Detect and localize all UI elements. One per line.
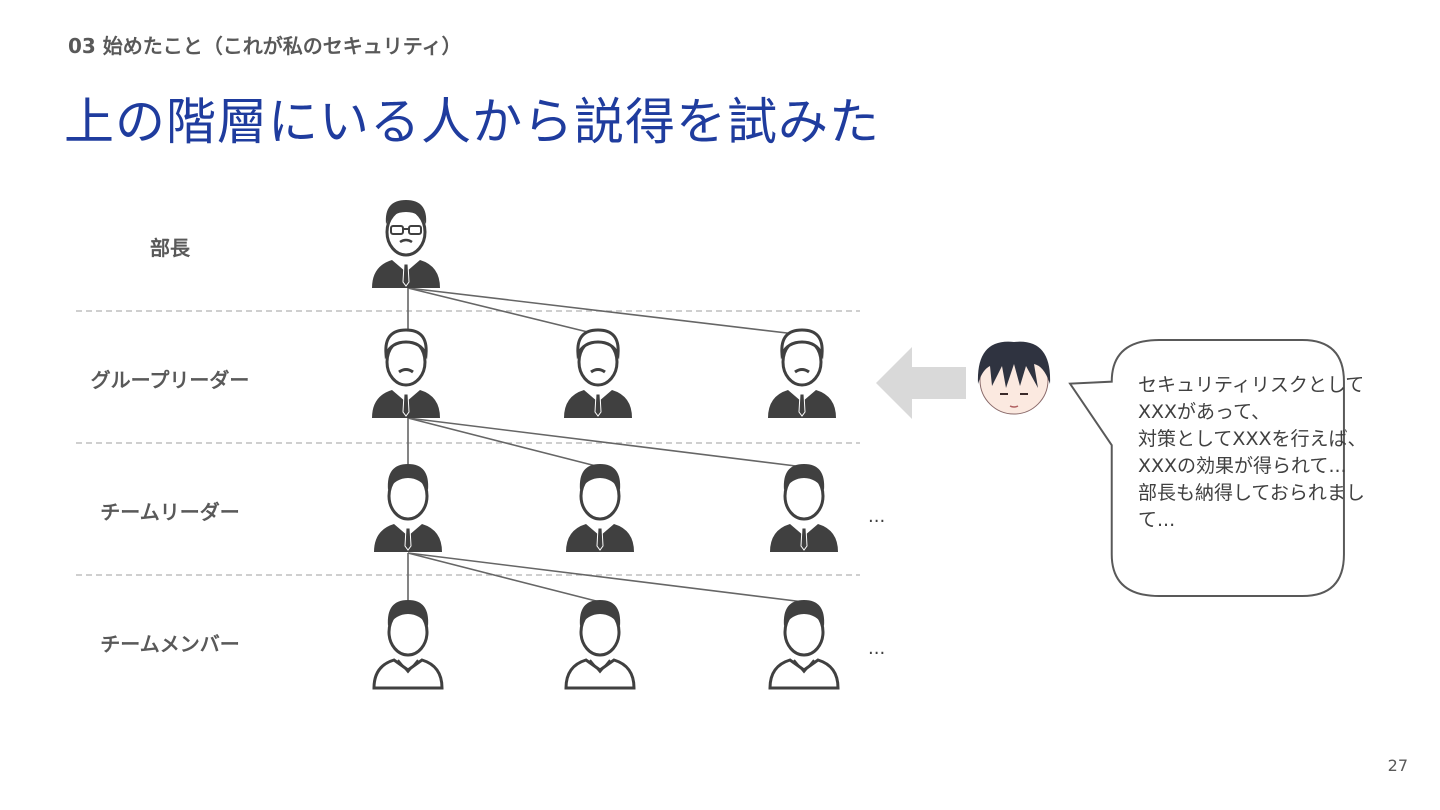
group-leader-icon-3 — [768, 330, 836, 418]
team-leader-icon-1 — [374, 464, 442, 552]
team-leader-ellipsis: ... — [868, 506, 885, 527]
level-dividers — [76, 311, 860, 575]
team-member-ellipsis: ... — [868, 638, 885, 659]
team-leader-icon-2 — [566, 464, 634, 552]
manager-icon — [372, 200, 440, 288]
team-member-icon-3 — [770, 600, 838, 688]
speech-text: セキュリティリスクとしてXXXがあって、 対策としてXXXを行えば、XXXの効果… — [1138, 372, 1378, 534]
group-leader-icon-1 — [372, 330, 440, 418]
group-leader-icon-2 — [564, 330, 632, 418]
team-member-icon-2 — [566, 600, 634, 688]
team-member-icon-1 — [374, 600, 442, 688]
arrow-left-icon — [876, 347, 966, 419]
page-number: 27 — [1388, 756, 1408, 775]
narrator-avatar — [978, 342, 1050, 414]
team-leader-icon-3 — [770, 464, 838, 552]
